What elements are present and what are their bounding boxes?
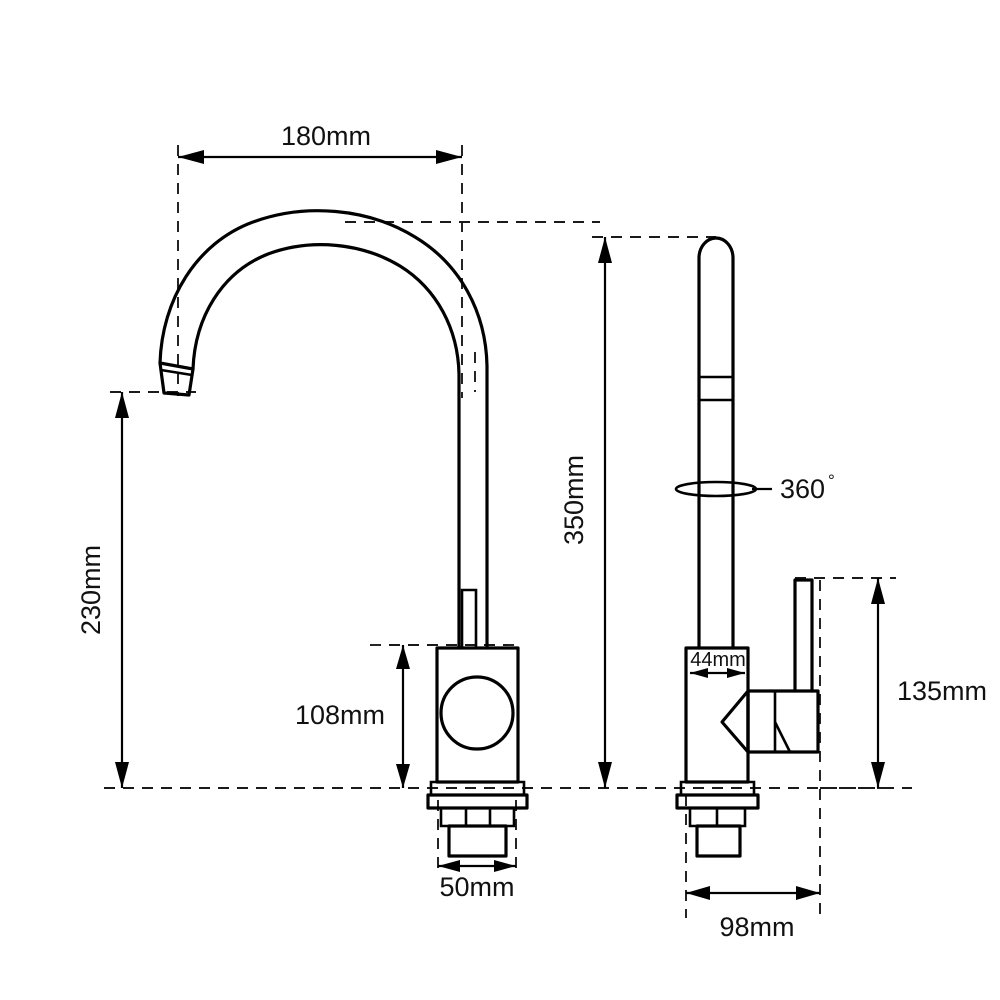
arrow-350-top [598,237,612,263]
arrow-108-bottom [396,764,410,788]
spout-aerator-seam [160,368,193,377]
spout-inner-curve [191,243,461,650]
arrow-180-left [178,150,204,164]
front-body [435,646,520,784]
side-spout-column [697,236,735,650]
dimension-lines [115,150,885,900]
arrow-135-bottom [871,762,885,788]
reference-lines [104,145,912,918]
arrow-98-right [796,886,820,900]
front-lever-rod [460,588,478,648]
arrow-98-left [686,886,710,900]
arrow-180-right [436,150,462,164]
arrow-44-left [690,668,708,678]
arrow-108-top [396,645,410,669]
dimension-labels: 180mm 230mm 108mm 50mm 350mm 44mm 135mm … [76,121,987,942]
label-230mm: 230mm [76,545,106,635]
label-50mm: 50mm [439,872,514,902]
spout-aerator [158,361,195,397]
side-valve-wedge [720,689,750,754]
side-mount-shank [695,824,742,858]
label-180mm: 180mm [281,121,371,151]
arrow-50-left [438,860,460,872]
side-handle-block [746,689,820,754]
side-view-faucet [674,236,820,858]
side-lever-arm [793,578,814,693]
arrow-350-bottom [598,762,612,788]
side-handle-wedge-seam [773,721,792,753]
degree-symbol-icon: ° [828,471,835,490]
label-44mm: 44mm [690,649,746,671]
front-mount-washer [426,793,529,810]
arrow-230-top [115,392,129,418]
front-handle-hub [439,675,515,751]
side-mount-washer [675,793,760,810]
label-108mm: 108mm [295,700,385,730]
arrow-44-right [727,668,745,678]
arrow-135-top [871,578,885,604]
front-mount-shank [447,824,508,858]
arrow-230-bottom [115,762,129,788]
swivel-ellipse [674,480,758,498]
spout-outer-curve [158,209,489,650]
label-135mm: 135mm [897,676,987,706]
front-view-faucet [158,209,529,858]
arrow-50-right [494,860,516,872]
label-360-swivel: 360 [780,474,825,504]
side-mount-nut [688,806,747,828]
front-mount-nut [439,806,516,828]
label-98mm: 98mm [719,912,794,942]
label-350mm: 350mm [559,455,589,545]
